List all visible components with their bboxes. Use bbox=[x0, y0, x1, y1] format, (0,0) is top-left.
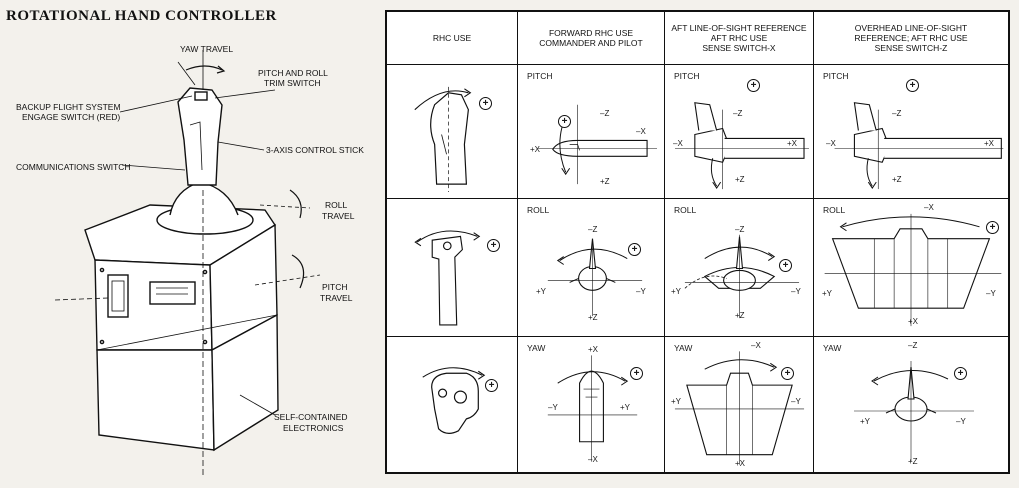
axis-minus-z: –Z bbox=[600, 109, 610, 118]
plus-indicator: + bbox=[558, 115, 571, 128]
rhc-pitch-illustration: + bbox=[387, 65, 518, 199]
axis-minus-x: –X bbox=[673, 139, 683, 148]
forward-yaw-view: YAW +X –Y +Y –X + bbox=[518, 337, 665, 472]
pitch-travel-label-line2: TRAVEL bbox=[320, 293, 353, 303]
plus-indicator: + bbox=[986, 221, 999, 234]
page-title: ROTATIONAL HAND CONTROLLER bbox=[6, 8, 277, 24]
axis-plus-y: +Y bbox=[860, 417, 871, 426]
pitch-travel-label-line1: PITCH bbox=[322, 282, 348, 292]
mode-label-pitch: PITCH bbox=[823, 71, 849, 81]
axis-minus-x: –X bbox=[588, 455, 598, 464]
overhead-pitch-view: PITCH –Z –X +X +Z + bbox=[814, 65, 1008, 199]
axis-minus-x: –X bbox=[751, 341, 761, 350]
axis-minus-y: –Y bbox=[986, 289, 996, 298]
axis-minus-x: –X bbox=[636, 127, 646, 136]
axis-plus-z: +Z bbox=[735, 175, 745, 184]
rhc-yaw-illustration: + bbox=[387, 337, 518, 472]
aft-pitch-view: PITCH –Z –X +X +Z + bbox=[665, 65, 814, 199]
forward-pitch-view: PITCH –Z +X –X +Z + bbox=[518, 65, 665, 199]
header-rhc-use: RHC USE bbox=[387, 12, 518, 65]
plus-indicator: + bbox=[954, 367, 967, 380]
axis-plus-y: +Y bbox=[671, 287, 682, 296]
plus-indicator: + bbox=[779, 259, 792, 272]
mode-label-roll: ROLL bbox=[674, 205, 697, 215]
axis-plus-z: +Z bbox=[588, 313, 598, 322]
axis-minus-z: –Z bbox=[908, 341, 918, 350]
plus-indicator: + bbox=[485, 379, 498, 392]
roll-travel-label-line2: TRAVEL bbox=[322, 211, 355, 221]
trim-switch-label-line1: PITCH AND ROLL bbox=[258, 68, 328, 78]
trim-switch-label-line2: TRIM SWITCH bbox=[264, 78, 321, 88]
axis-plus-x: +X bbox=[530, 145, 541, 154]
axis-minus-z: –Z bbox=[588, 225, 598, 234]
axis-minus-y: –Y bbox=[548, 403, 558, 412]
electronics-label-line2: ELECTRONICS bbox=[283, 423, 344, 433]
axis-plus-z: +Z bbox=[908, 457, 918, 466]
yaw-travel-label: YAW TRAVEL bbox=[180, 44, 234, 54]
plus-indicator: + bbox=[781, 367, 794, 380]
axis-plus-x: +X bbox=[908, 317, 919, 326]
mode-label-yaw: YAW bbox=[527, 343, 546, 353]
plus-indicator: + bbox=[487, 239, 500, 252]
axis-minus-y: –Y bbox=[791, 287, 801, 296]
comm-switch-label: COMMUNICATIONS SWITCH bbox=[16, 162, 131, 172]
axis-plus-z: +Z bbox=[735, 311, 745, 320]
axis-plus-y: +Y bbox=[822, 289, 833, 298]
axis-plus-y: +Y bbox=[671, 397, 682, 406]
axis-minus-y: –Y bbox=[791, 397, 801, 406]
mode-label-yaw: YAW bbox=[674, 343, 693, 353]
plus-indicator: + bbox=[906, 79, 919, 92]
hand-controller-illustration bbox=[54, 50, 321, 475]
plus-indicator: + bbox=[630, 367, 643, 380]
mode-label-pitch: PITCH bbox=[527, 71, 553, 81]
plus-indicator: + bbox=[479, 97, 492, 110]
axis-minus-z: –Z bbox=[892, 109, 902, 118]
mode-label-roll: ROLL bbox=[823, 205, 846, 215]
axis-plus-z: +Z bbox=[892, 175, 902, 184]
axis-plus-x: +X bbox=[735, 459, 746, 468]
forward-roll-view: ROLL –Z +Y –Y +Z + bbox=[518, 199, 665, 337]
backup-switch-label-line2: ENGAGE SWITCH (RED) bbox=[22, 112, 121, 122]
aft-yaw-view: YAW –X +Y –Y +X + bbox=[665, 337, 814, 472]
overhead-yaw-view: YAW –Z +Y –Y +Z + bbox=[814, 337, 1008, 472]
plus-indicator: + bbox=[747, 79, 760, 92]
axis-plus-y: +Y bbox=[536, 287, 547, 296]
mode-label-yaw: YAW bbox=[823, 343, 842, 353]
axis-plus-x: +X bbox=[588, 345, 599, 354]
backup-switch-label-line1: BACKUP FLIGHT SYSTEM bbox=[16, 102, 121, 112]
axis-minus-y: –Y bbox=[636, 287, 646, 296]
overhead-roll-view: ROLL –X +Y –Y +X + bbox=[814, 199, 1008, 337]
aft-roll-view: ROLL –Z +Y –Y +Z + bbox=[665, 199, 814, 337]
axis-minus-x: –X bbox=[826, 139, 836, 148]
axis-minus-y: –Y bbox=[956, 417, 966, 426]
plus-indicator: + bbox=[628, 243, 641, 256]
roll-travel-label-line1: ROLL bbox=[325, 200, 348, 210]
axis-minus-z: –Z bbox=[733, 109, 743, 118]
axis-plus-x: +X bbox=[984, 139, 995, 148]
rhc-roll-illustration: + bbox=[387, 199, 518, 337]
axis-plus-y: +Y bbox=[620, 403, 631, 412]
axis-plus-z: +Z bbox=[600, 177, 610, 186]
axis-plus-x: +X bbox=[787, 139, 798, 148]
axis-minus-z: –Z bbox=[735, 225, 745, 234]
axis-minus-x: –X bbox=[924, 203, 934, 212]
mode-label-roll: ROLL bbox=[527, 205, 550, 215]
control-stick-label: 3-AXIS CONTROL STICK bbox=[266, 145, 364, 155]
electronics-label-line1: SELF-CONTAINED bbox=[274, 412, 348, 422]
mode-label-pitch: PITCH bbox=[674, 71, 700, 81]
